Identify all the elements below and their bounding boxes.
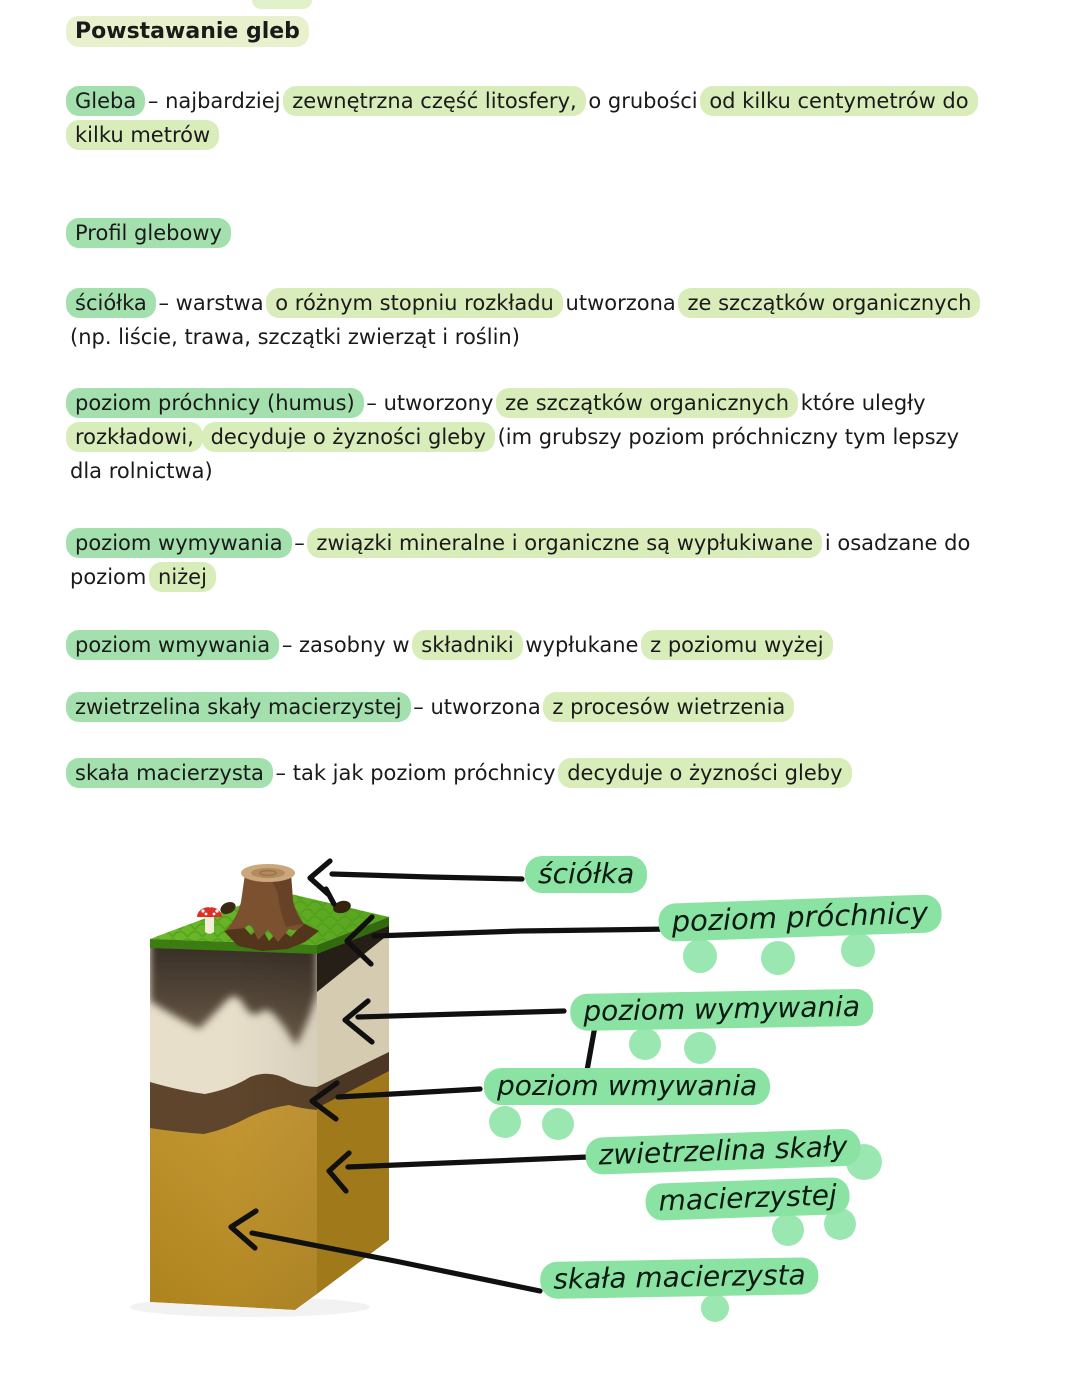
plain-text: które uległy (794, 391, 926, 415)
pinecone-icon (333, 900, 351, 914)
arrow-line-to-wmywania (335, 1086, 483, 1100)
arrow-extra-stroke (323, 886, 337, 907)
arrow-line-to-wymywania (355, 1008, 567, 1020)
note-line: poziom wmywania – zasobny w składniki wy… (66, 628, 1030, 662)
highlighted-text: Gleba (66, 86, 146, 116)
note-paragraph-6: poziom wmywania – zasobny w składniki wy… (66, 628, 1030, 662)
plain-text: – zasobny w (275, 633, 417, 657)
plain-text: – tak jak poziom próchnicy (268, 761, 563, 785)
highlighted-text: poziom wmywania (66, 630, 280, 660)
note-paragraph-7: zwietrzelina skały macierzystej – utworz… (66, 690, 1030, 724)
note-line: (np. liście, trawa, szczątki zwierząt i … (70, 320, 1030, 354)
plain-text: i osadzane do (818, 531, 971, 555)
highlighted-text: ze szczątków organicznych (496, 388, 799, 418)
highlighted-text: o różnym stopniu rozkładu (266, 288, 563, 318)
plain-text: – najbardziej (141, 89, 288, 113)
plain-text: (np. liście, trawa, szczątki zwierząt i … (70, 325, 520, 349)
arrowhead-to-prochnicy (344, 914, 375, 967)
plain-text: – (287, 531, 312, 555)
plain-text: poziom (70, 565, 154, 589)
note-line: ściółka – warstwa o różnym stopniu rozkł… (66, 286, 1030, 320)
soil-right-face (317, 917, 389, 1294)
note-line: rozkładowi, decyduje o żyzności gleby (i… (66, 420, 1030, 454)
highlighted-text: z poziomu wyżej (641, 630, 833, 660)
arrow-extra-stroke (583, 1012, 600, 1079)
highlighter-fragment (252, 0, 312, 9)
note-paragraph-0: Powstawanie gleb (66, 15, 1030, 49)
soil-front-face (150, 939, 317, 1310)
highlighted-text: poziom wymywania (66, 528, 292, 558)
note-paragraph-1: Gleba – najbardziej zewnętrzna część lit… (66, 84, 1030, 152)
arrow-line-to-skala (249, 1230, 543, 1294)
plain-text: (im grubszy poziom próchniczny tym lepsz… (490, 425, 960, 449)
highlighted-text: Powstawanie gleb (66, 16, 309, 47)
note-line: zwietrzelina skały macierzystej – utworz… (66, 690, 1030, 724)
note-paragraph-8: skała macierzysta – tak jak poziom próch… (66, 756, 1030, 790)
right-humus-layer (317, 917, 389, 992)
note-line: skała macierzysta – tak jak poziom próch… (66, 756, 1030, 790)
note-line: Powstawanie gleb (66, 15, 1030, 49)
arrow-line-to-zwietrzelina (345, 1154, 591, 1170)
pinecone-icon (220, 901, 236, 915)
plain-text: – utworzona (406, 695, 548, 719)
highlighted-text: od kilku centymetrów do (700, 86, 978, 116)
right-weathered-rock-layer (317, 1071, 389, 1294)
highlighted-text: ze szczątków organicznych (678, 288, 981, 318)
note-line: poziom niżej (70, 560, 1030, 594)
plain-text: dla rolnictwa) (70, 459, 213, 483)
highlighted-text: niżej (149, 562, 216, 592)
mushroom-icon (197, 904, 222, 934)
highlighted-text: decyduje o żyzności gleby (558, 758, 852, 788)
arrow-line-to-prochnicy (371, 926, 675, 939)
plain-text: wypłukane (518, 633, 646, 657)
arrowhead-to-sciolka (307, 858, 333, 897)
note-paragraph-2: Profil glebowy (66, 216, 1030, 250)
grass-front-edge (150, 939, 317, 954)
highlighted-text: decyduje o żyzności gleby (201, 422, 495, 452)
arrowhead-to-wmywania (309, 1080, 340, 1122)
note-line: poziom wymywania – związki mineralne i o… (66, 526, 1030, 560)
highlighted-text: ściółka (66, 288, 156, 318)
note-line: kilku metrów (66, 118, 1030, 152)
arrowhead-to-wymywania (342, 998, 375, 1045)
note-line: Gleba – najbardziej zewnętrzna część lit… (66, 84, 1030, 118)
plain-text: – warstwa (151, 291, 271, 315)
note-paragraph-4: poziom próchnicy (humus) – utworzony ze … (66, 386, 1030, 488)
note-line: dla rolnictwa) (70, 454, 1030, 488)
note-line: poziom próchnicy (humus) – utworzony ze … (66, 386, 1030, 420)
note-paragraph-5: poziom wymywania – związki mineralne i o… (66, 526, 1030, 594)
highlighted-text: poziom próchnicy (humus) (66, 388, 364, 418)
highlighted-text: kilku metrów (66, 120, 220, 150)
highlighted-text: skała macierzysta (66, 758, 273, 788)
tree-stump-icon (224, 864, 319, 951)
plain-text: utworzona (558, 291, 683, 315)
highlighted-text: z procesów wietrzenia (543, 692, 795, 722)
highlighted-text: zewnętrzna część litosfery, (283, 86, 586, 116)
highlighted-text: zwietrzelina skały macierzystej (66, 692, 411, 722)
note-paragraph-3: ściółka – warstwa o różnym stopniu rozkł… (66, 286, 1030, 354)
highlighted-text: Profil glebowy (66, 218, 231, 248)
plain-text: – utworzony (359, 391, 501, 415)
arrowhead-to-zwietrzelina (326, 1150, 352, 1194)
front-face-shading (150, 939, 317, 1310)
highlighted-text: związki mineralne i organiczne są wypłuk… (307, 528, 823, 558)
label-arrows (228, 858, 675, 1294)
plain-text: o grubości (581, 89, 705, 113)
arrowhead-to-skala (228, 1208, 259, 1251)
note-line: Profil glebowy (66, 216, 1030, 250)
highlighted-text: składniki (412, 630, 523, 660)
highlighted-text: rozkładowi, (66, 422, 203, 452)
right-illuvial-band (317, 1052, 389, 1110)
arrow-line-to-sciolka (329, 871, 525, 882)
